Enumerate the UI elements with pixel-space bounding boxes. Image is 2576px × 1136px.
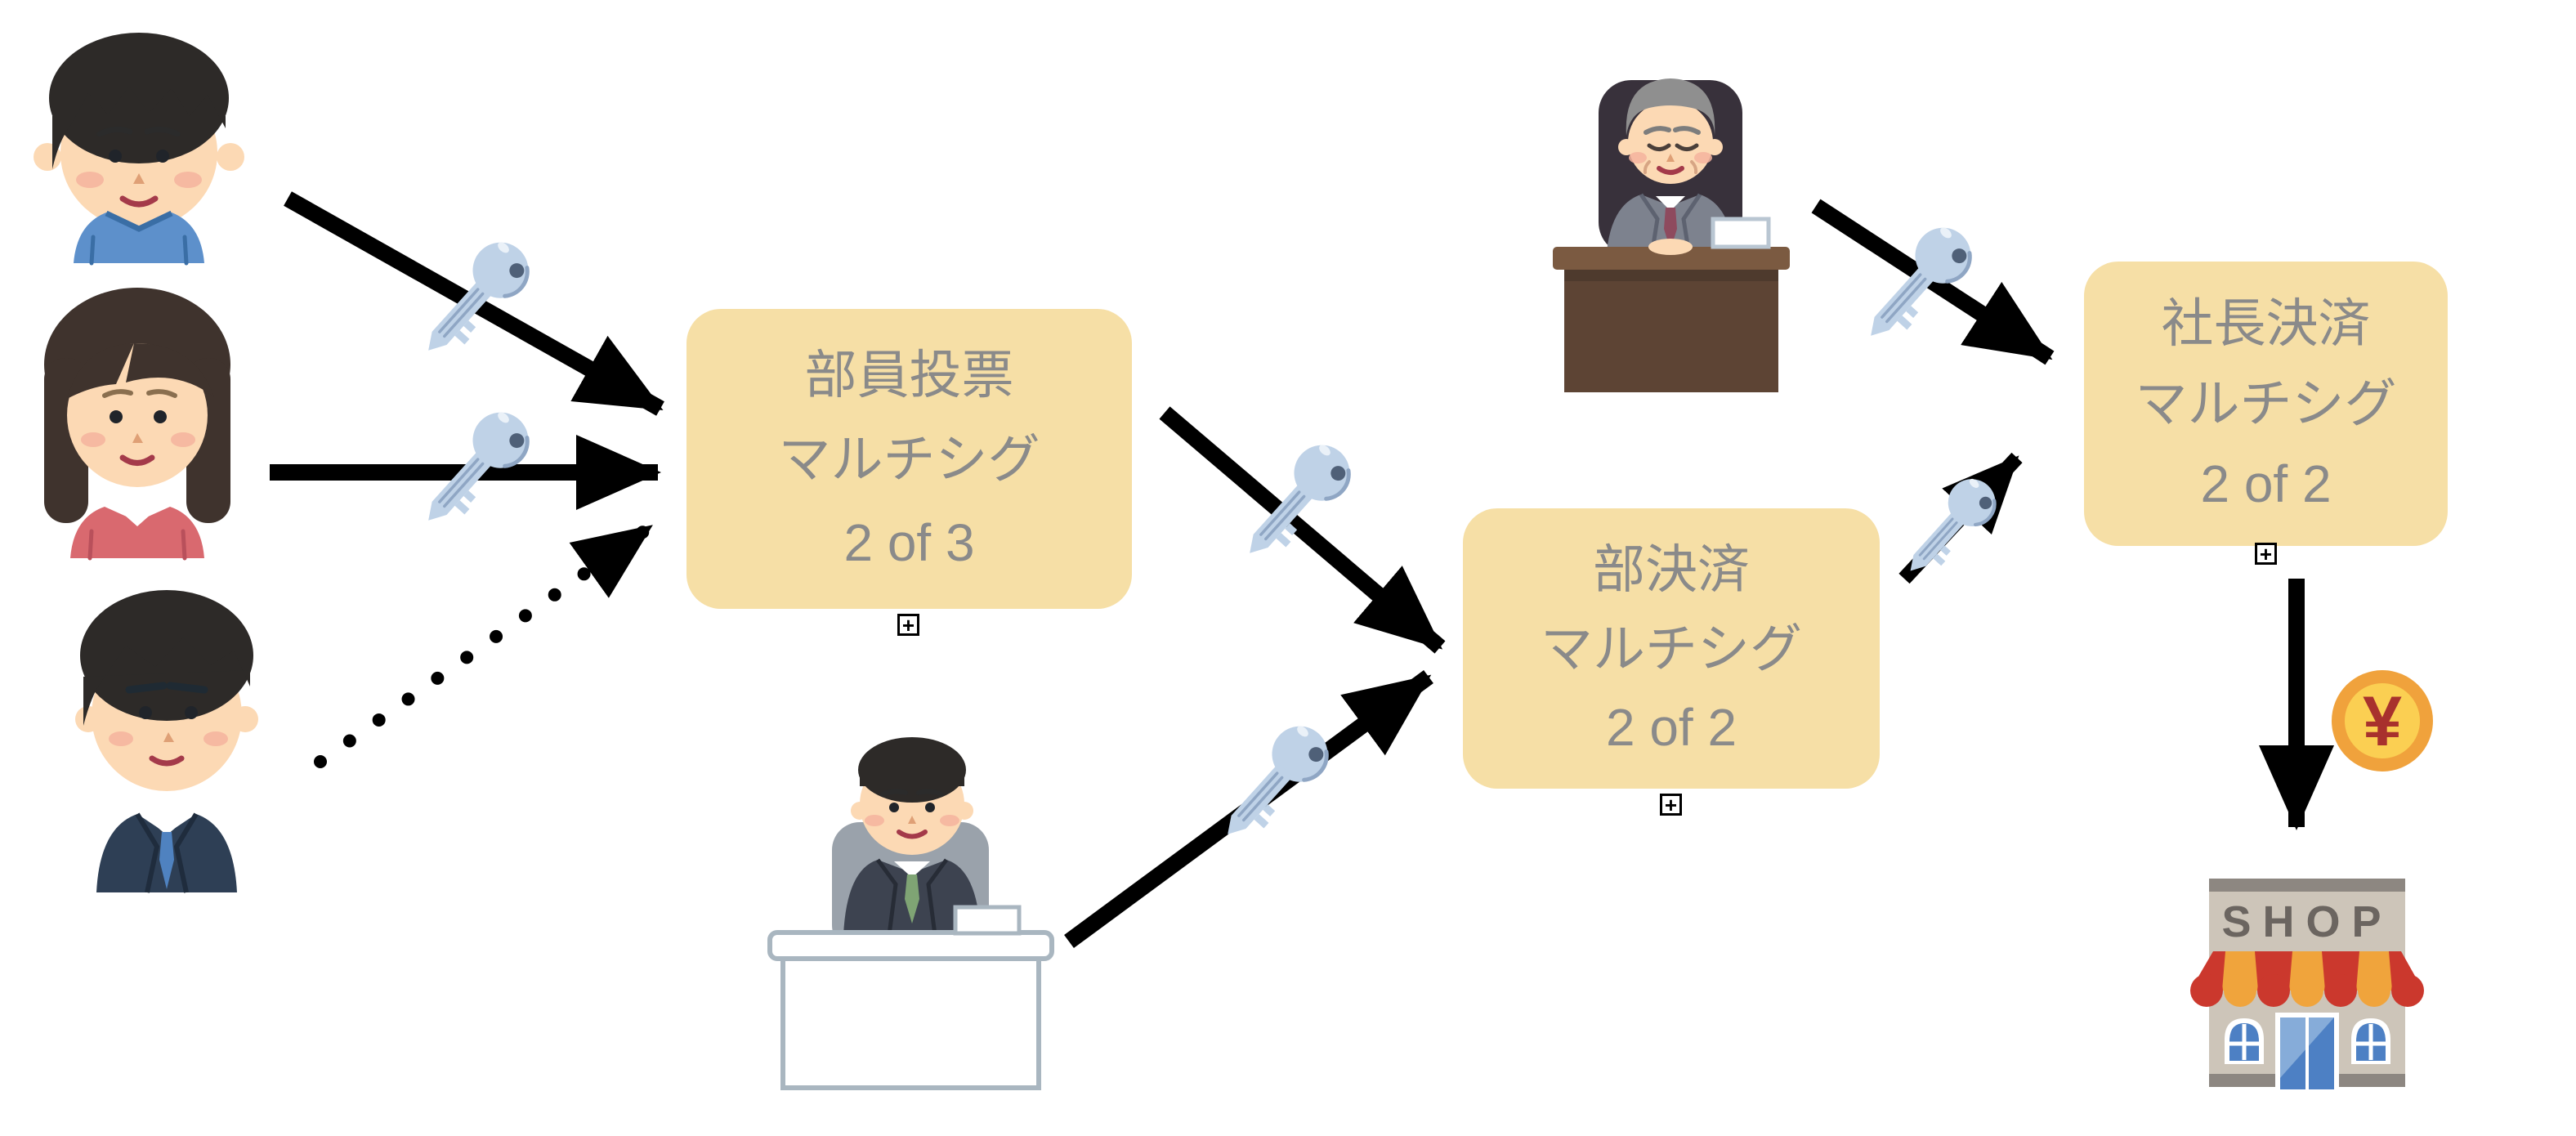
node-member-vote-multisig: 部員投票 マルチシグ 2 of 3 (686, 309, 1132, 609)
yen-coin-icon: ¥ (2332, 670, 2433, 771)
node-threshold: 2 of 2 (2200, 454, 2332, 513)
arrow-employee3-to-member-vote-dotted (314, 521, 656, 768)
node-dept-approval-multisig: 部決済 マルチシグ 2 of 2 (1463, 508, 1880, 789)
shop-icon: SHOP (2190, 879, 2424, 1089)
node-president-approval-multisig: 社長決済 マルチシグ 2 of 2 (2084, 262, 2448, 546)
key-icon-employee1 (408, 231, 540, 369)
node-threshold: 2 of 3 (843, 513, 975, 573)
key-icon-member-vote (1229, 434, 1362, 572)
employee2-avatar (44, 288, 230, 561)
employee3-avatar (75, 590, 258, 893)
arrow-member-vote-to-dept-approval (1159, 406, 1446, 654)
shop-sign: SHOP (2221, 897, 2392, 946)
node-title: 部決済 (1593, 539, 1750, 599)
node-subtitle: マルチシグ (2135, 374, 2397, 433)
node-subtitle: マルチシグ (778, 429, 1040, 489)
employee1-avatar (34, 33, 244, 266)
node-title: 社長決済 (2161, 294, 2371, 353)
manager-at-desk-illustration (767, 737, 1054, 1090)
expand-plus-icon-dept-approval[interactable]: + (1660, 794, 1682, 816)
president-at-desk-illustration (1553, 78, 1790, 392)
node-threshold: 2 of 2 (1605, 698, 1737, 758)
arrow-president-to-president-approval (1811, 199, 2055, 365)
yen-symbol: ¥ (2363, 682, 2402, 761)
node-title: 部員投票 (804, 345, 1014, 405)
expand-plus-icon-president-approval[interactable]: + (2255, 543, 2277, 565)
node-subtitle: マルチシグ (1541, 619, 1802, 678)
expand-plus-icon-member-vote[interactable]: + (897, 614, 919, 636)
